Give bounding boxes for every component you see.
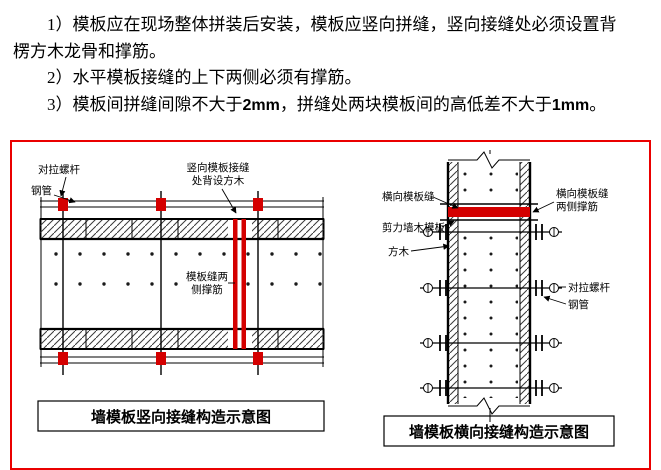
vertical-joint-highlight [233, 219, 246, 349]
label-joint-brace-1: 横向模板缝 [556, 187, 609, 200]
p3-seg-3: 。 [589, 94, 607, 114]
tie-rod-nuts [58, 198, 263, 365]
body-text: 1）模板应在现场整体拼装后安装，模板应竖向拼缝，竖向接缝处必须设置背楞方木龙骨和… [13, 12, 633, 119]
p3-value-1mm: 1mm [551, 96, 590, 114]
label-brace-2: 侧撑筋 [191, 283, 223, 296]
tie-rods [58, 191, 263, 375]
label-brace-1: 模板缝两 [186, 270, 228, 283]
p3-value-2mm: 2mm [242, 96, 280, 114]
label-joint-timber-2: 处背设方木 [192, 174, 245, 187]
wall-elevation-drawing [446, 150, 532, 422]
vertical-joint-diagram: 对拉螺杆 钢管 竖向模板接缝 处背设方木 模板缝两 侧撑筋 墙模板竖向接缝构造示… [31, 161, 325, 432]
label-wall-formwork: 剪力墙木模板 [382, 221, 445, 234]
p3-seg-2: ，拼缝处两块模板间的高低差不大于 [279, 94, 552, 114]
paragraph-3: 3）模板间拼缝间隙不大于2mm，拼缝处两块模板间的高低差不大于1mm。 [13, 92, 633, 120]
p3-seg-1: 3）模板间拼缝间隙不大于 [47, 94, 243, 114]
label-joint-timber-1: 竖向模板接缝 [187, 161, 250, 174]
label-tie-rod-right: 对拉螺杆 [568, 281, 610, 294]
label-steel-pipe: 钢管 [31, 184, 52, 197]
left-caption-text: 墙模板竖向接缝构造示意图 [91, 408, 271, 426]
paragraph-1: 1）模板应在现场整体拼装后安装，模板应竖向拼缝，竖向接缝处必须设置背楞方木龙骨和… [13, 15, 617, 61]
wall-plan-drawing [39, 197, 325, 367]
label-tie-rod: 对拉螺杆 [38, 163, 80, 176]
left-caption: 墙模板竖向接缝构造示意图 [37, 400, 325, 432]
label-timber: 方木 [388, 245, 409, 258]
paragraph-2: 2）水平模板接缝的上下两侧必须有撑筋。 [47, 68, 362, 87]
right-caption-text: 墙模板横向接缝构造示意图 [409, 423, 589, 441]
left-diagram-labels: 对拉螺杆 钢管 竖向模板接缝 处背设方木 模板缝两 侧撑筋 [31, 161, 250, 297]
brace-label-bg [183, 269, 231, 297]
tie-rod-rows [420, 224, 562, 396]
label-horizontal-joint: 横向模板缝 [382, 190, 435, 203]
right-diagram-labels: 横向模板缝 横向模板缝 两侧撑筋 剪力墙木模板 方木 对拉螺杆 钢管 [382, 187, 610, 311]
right-caption: 墙模板横向接缝构造示意图 [383, 415, 615, 447]
label-joint-brace-2: 两侧撑筋 [556, 200, 598, 213]
horizontal-joint-diagram: 横向模板缝 横向模板缝 两侧撑筋 剪力墙木模板 方木 对拉螺杆 钢管 墙模板横向… [382, 150, 615, 447]
label-steel-pipe-right: 钢管 [568, 298, 589, 311]
